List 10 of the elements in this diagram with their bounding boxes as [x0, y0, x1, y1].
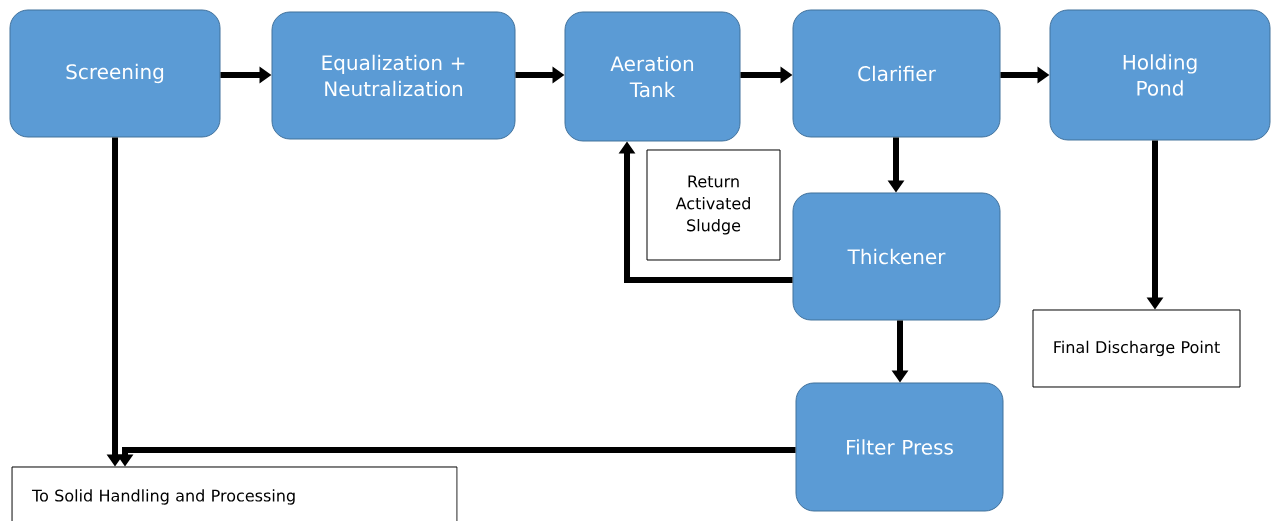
text-box: To Solid Handling and Processing — [11, 466, 458, 521]
process-box: Filter Press — [795, 382, 1004, 512]
process-box: Equalization + Neutralization — [271, 11, 516, 140]
process-box: Aeration Tank — [564, 11, 741, 142]
process-box: Screening — [9, 9, 221, 138]
process-box: Holding Pond — [1049, 9, 1271, 141]
text-box: Final Discharge Point — [1032, 309, 1241, 388]
text-box: Return Activated Sludge — [646, 149, 781, 261]
process-box: Thickener — [792, 192, 1001, 321]
process-box: Clarifier — [792, 9, 1001, 138]
